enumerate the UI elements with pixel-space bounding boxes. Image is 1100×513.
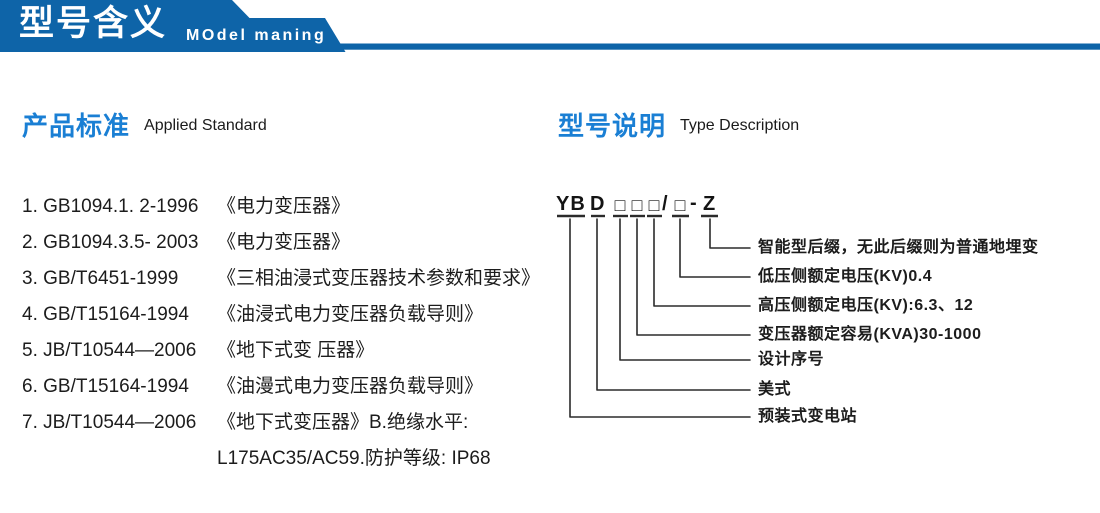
standard-code: 4. GB/T15164-1994 xyxy=(22,304,189,325)
model-code-dash: - xyxy=(690,192,697,214)
page-title: 型号含义 xyxy=(19,4,168,43)
page-subtitle: MOdel maning xyxy=(186,27,327,44)
standard-code xyxy=(22,441,217,477)
code-label-hv-voltage: 高压侧额定电压(KV):6.3、12 xyxy=(758,297,974,314)
model-code-box-2: □ xyxy=(631,195,643,215)
model-code-d: D xyxy=(590,193,605,215)
type-description-heading-cn: 型号说明 xyxy=(558,111,667,141)
code-label-design-serial: 设计序号 xyxy=(758,351,825,368)
type-description-heading: 型号说明 Type Description xyxy=(558,110,799,142)
standard-item: 3. GB/T6451-1999 《三相油浸式变压器技术参数和要求》 xyxy=(22,261,552,297)
model-code-connector-lines xyxy=(557,214,751,418)
model-code-box-1: □ xyxy=(614,195,626,215)
applied-standard-heading-cn: 产品标准 xyxy=(22,111,131,141)
model-code-slash: / xyxy=(662,193,668,215)
standard-code: 7. JB/T10544—2006 xyxy=(22,412,197,433)
standard-item: 4. GB/T15164-1994 《油浸式电力变压器负载导则》 xyxy=(22,297,552,333)
code-label-smart-suffix: 智能型后缀，无此后缀则为普通地埋变 xyxy=(758,239,1039,256)
standards-list: 1. GB1094.1. 2-1996 《电力变压器》 2. GB1094.3.… xyxy=(22,189,552,477)
standard-desc: 《油浸式电力变压器负载导则》 xyxy=(217,304,484,325)
code-label-lv-voltage: 低压侧额定电压(KV)0.4 xyxy=(758,268,933,285)
standard-code: 3. GB/T6451-1999 xyxy=(22,268,179,289)
standard-item: 2. GB1094.3.5- 2003 《电力变压器》 xyxy=(22,225,552,261)
code-label-american-style: 美式 xyxy=(758,381,792,398)
standard-item: 7. JB/T10544—2006 《地下式变压器》B.绝缘水平: xyxy=(22,405,552,441)
model-code-z: Z xyxy=(703,193,716,215)
standard-code: 1. GB1094.1. 2-1996 xyxy=(22,196,199,217)
standard-desc: 《电力变压器》 xyxy=(217,196,351,217)
code-label-prefab-substation: 预装式变电站 xyxy=(758,408,858,425)
standard-item: 5. JB/T10544—2006 《地下式变 压器》 xyxy=(22,333,552,369)
standard-desc: 《油漫式电力变压器负载导则》 xyxy=(217,376,484,397)
applied-standard-heading: 产品标准 Applied Standard xyxy=(22,110,267,142)
standard-item: 1. GB1094.1. 2-1996 《电力变压器》 xyxy=(22,189,552,225)
standard-code: 6. GB/T15164-1994 xyxy=(22,376,189,397)
standard-code: 2. GB1094.3.5- 2003 xyxy=(22,232,199,253)
standard-item: 6. GB/T15164-1994 《油漫式电力变压器负载导则》 xyxy=(22,369,552,405)
model-code-yb: YB xyxy=(556,193,586,215)
code-label-rated-capacity: 变压器额定容易(KVA)30-1000 xyxy=(758,326,982,343)
model-code-box-3: □ xyxy=(648,195,660,215)
model-code-box-4: □ xyxy=(674,195,686,215)
type-description-heading-en: Type Description xyxy=(680,117,800,134)
standard-item-continuation: L175AC35/AC59.防护等级: IP68 xyxy=(22,441,552,477)
standard-code: 5. JB/T10544—2006 xyxy=(22,340,197,361)
header-banner-shape xyxy=(0,0,1100,52)
standard-desc: 《三相油浸式变压器技术参数和要求》 xyxy=(217,268,541,289)
standard-desc: L175AC35/AC59.防护等级: IP68 xyxy=(217,448,491,469)
applied-standard-heading-en: Applied Standard xyxy=(144,117,267,134)
standard-desc: 《电力变压器》 xyxy=(217,232,351,253)
standard-desc: 《地下式变 压器》 xyxy=(217,340,375,361)
standard-desc: 《地下式变压器》B.绝缘水平: xyxy=(217,412,469,433)
